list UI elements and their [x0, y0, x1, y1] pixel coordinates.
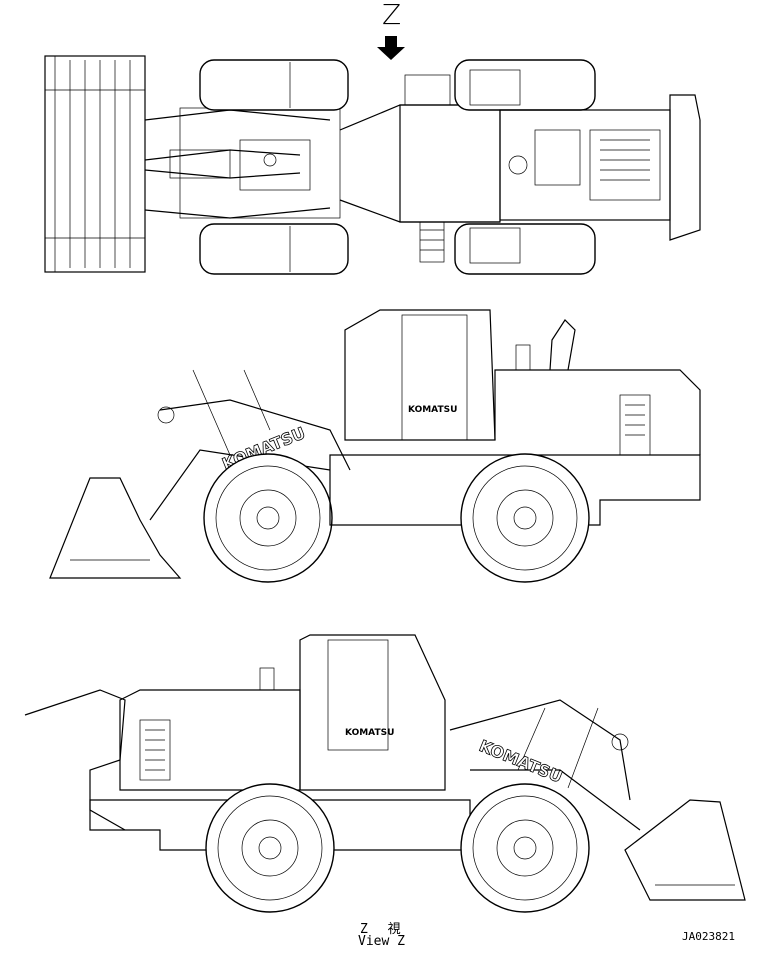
front-tire-left	[203, 453, 333, 583]
top-view	[44, 55, 701, 275]
cab-door-left	[401, 314, 468, 441]
bucket-top	[44, 55, 146, 273]
cab-left	[344, 309, 496, 441]
front-left-tire-top	[199, 59, 349, 111]
bucket-side-right	[624, 799, 746, 901]
rear-tire-right	[205, 783, 335, 913]
view-z-letter: Z	[382, 0, 402, 31]
exhaust-left	[549, 319, 576, 371]
engine-hood-left	[494, 369, 701, 455]
left-side-view: KOMATSU KOMATSU	[49, 309, 701, 583]
rear-left-tire-top	[454, 59, 596, 111]
cab-right	[299, 634, 446, 791]
right-side-view: KOMATSU KOMATSU	[24, 634, 746, 913]
air-intake-right	[259, 667, 275, 691]
counterweight-right	[24, 689, 126, 831]
view-caption-cjk: Z 視	[360, 922, 407, 937]
counterweight-top	[669, 94, 701, 241]
boom-right	[449, 699, 631, 801]
boom-left	[159, 399, 351, 471]
cab-roof-top	[399, 104, 501, 223]
rear-tire-left	[460, 453, 590, 583]
front-tire-right	[460, 783, 590, 913]
chassis-right	[89, 799, 471, 851]
cab-decal-left: KOMATSU	[408, 405, 457, 415]
drawing-number: JA023821	[682, 930, 735, 943]
boom-decal-right: KOMATSU	[477, 736, 566, 786]
bucket-side-left	[49, 477, 182, 579]
cab-door-right	[327, 639, 389, 751]
engine-hood-top	[499, 109, 671, 221]
view-caption-english: View Z	[358, 934, 405, 949]
rear-right-tire-top	[454, 223, 596, 275]
front-right-tire-top	[199, 223, 349, 275]
cab-decal-right: KOMATSU	[345, 728, 394, 738]
down-arrow-icon	[377, 36, 405, 60]
